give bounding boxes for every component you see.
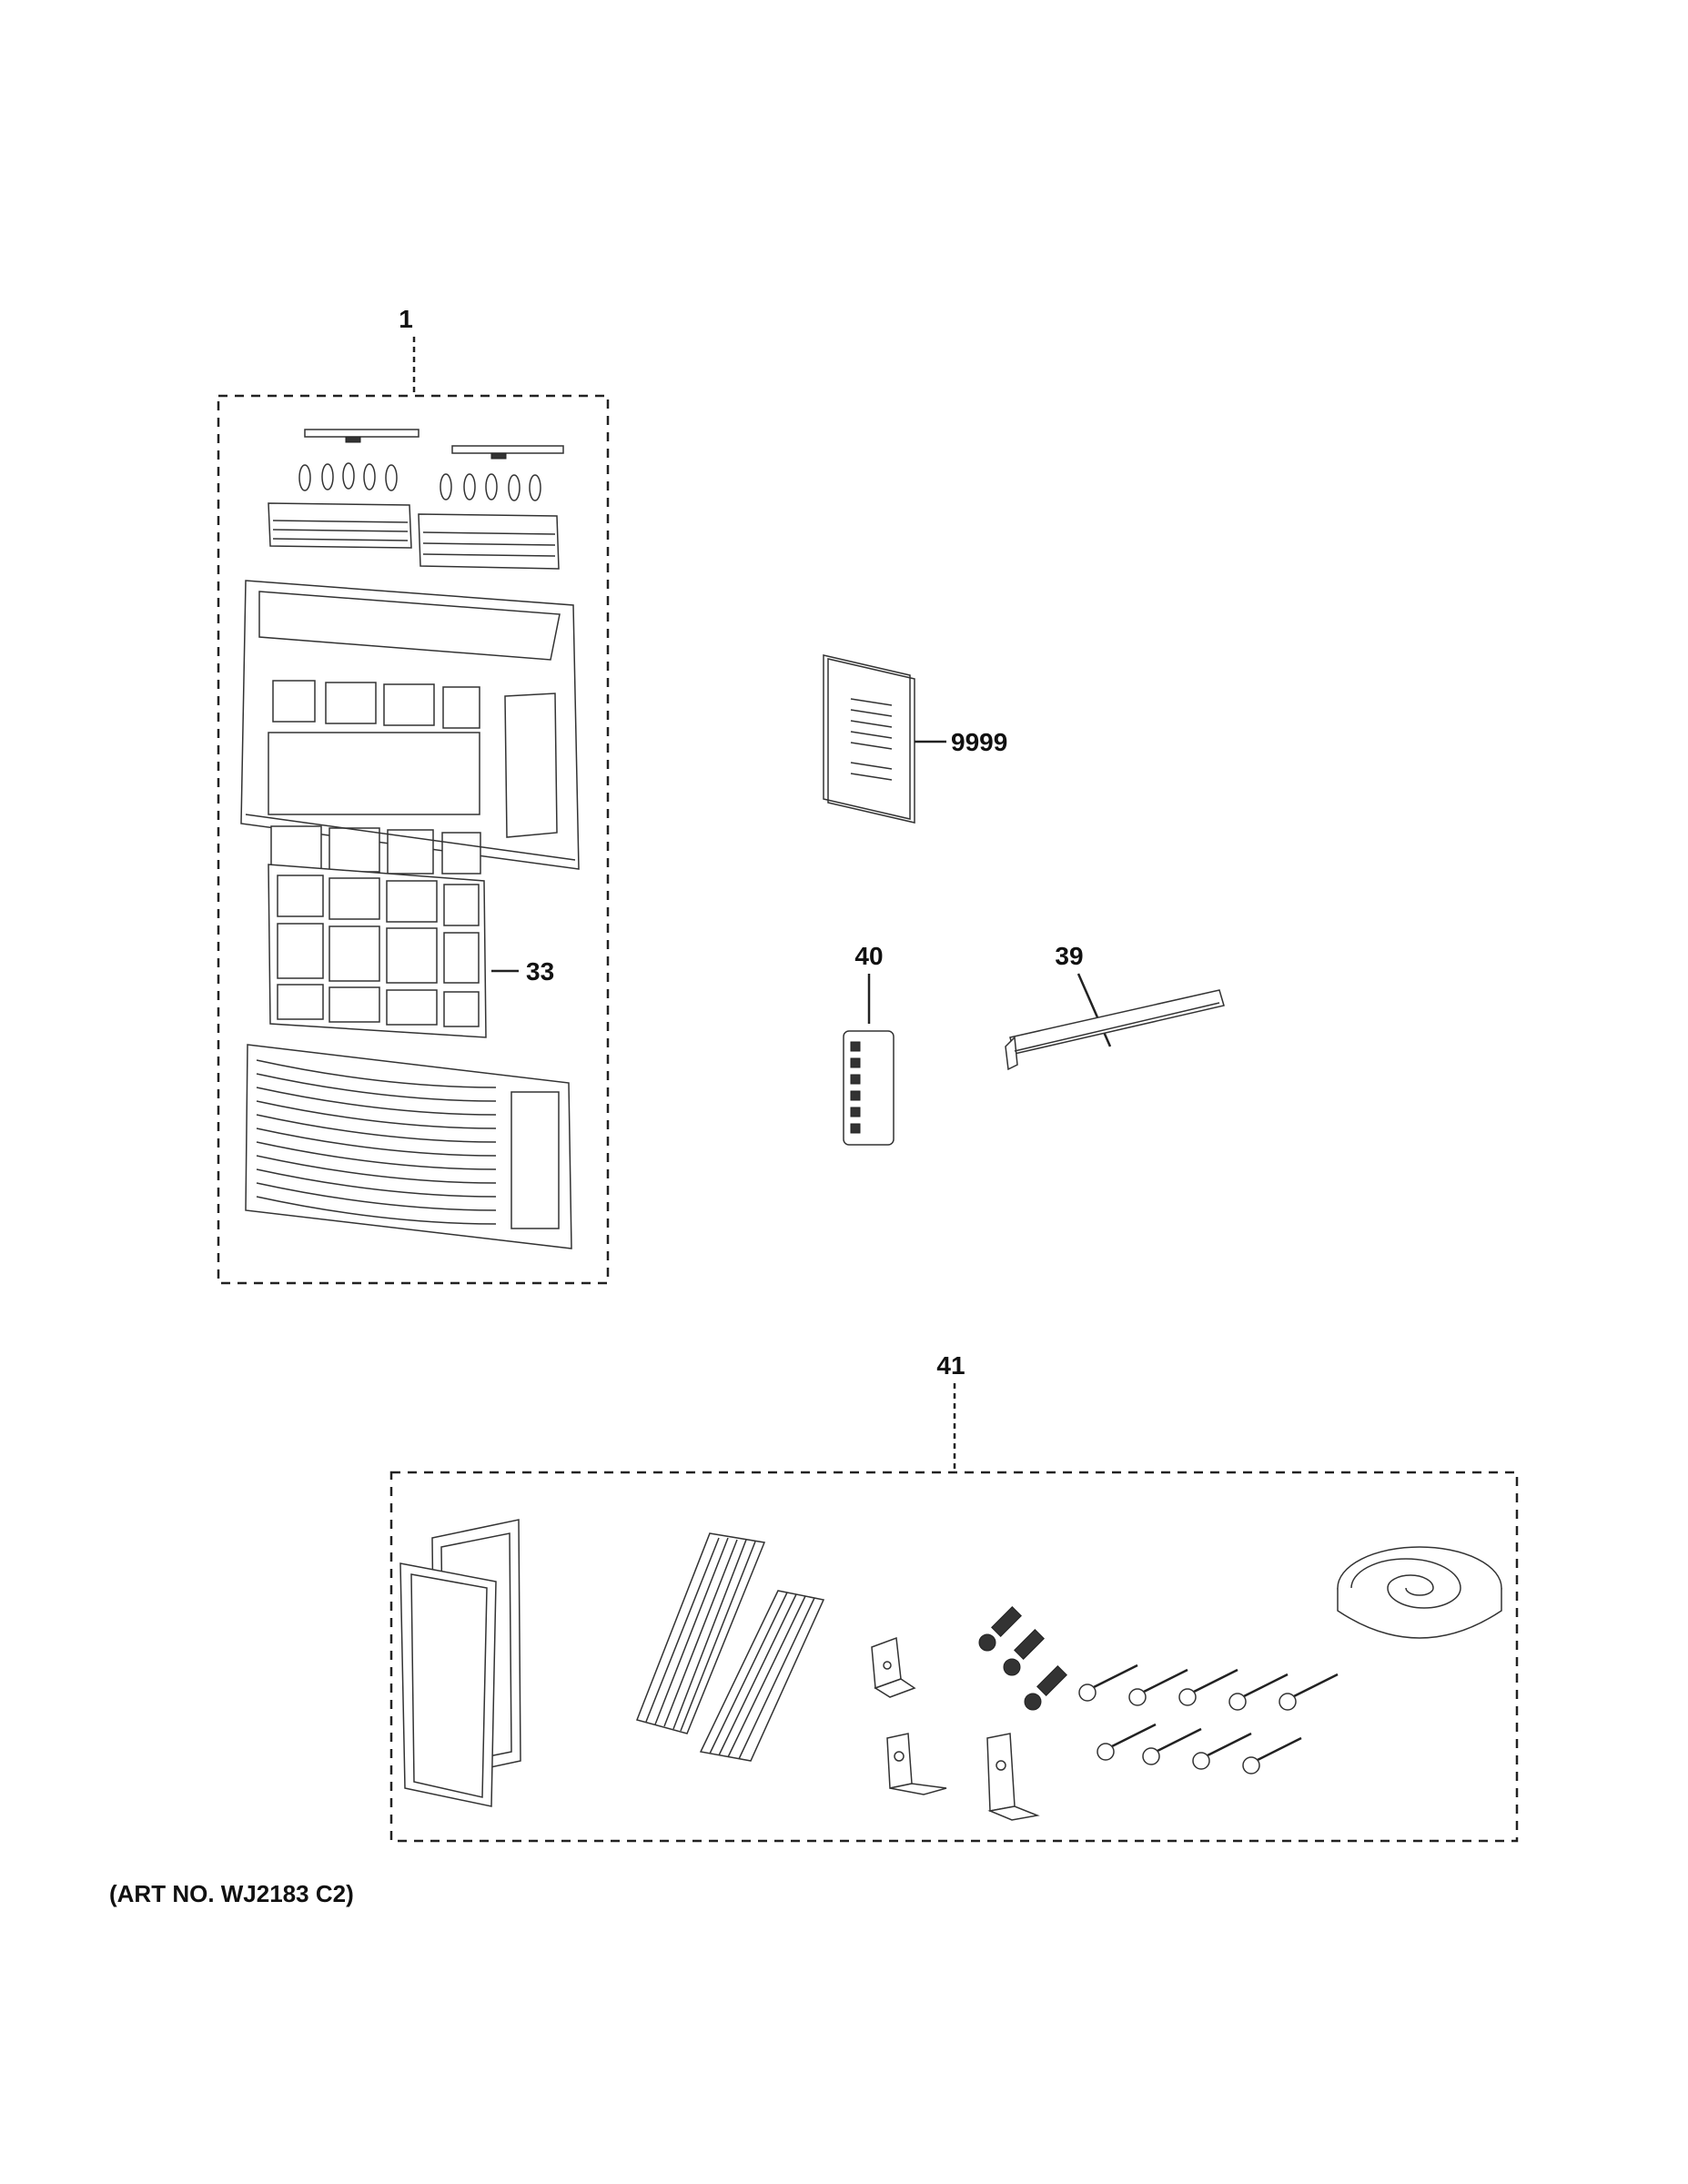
air-vent-grilles bbox=[268, 502, 560, 570]
callout-1: 1 bbox=[399, 305, 413, 333]
louver-rails bbox=[304, 429, 564, 460]
art-number: (ART NO. WJ2183 C2) bbox=[109, 1880, 354, 1907]
installation-kit-group: 41 bbox=[389, 1351, 1519, 1843]
window-frame-panels bbox=[399, 1519, 521, 1807]
leader-39 bbox=[1076, 973, 1112, 1047]
wood-screws bbox=[1078, 1663, 1339, 1774]
callout-9999: 9999 bbox=[951, 728, 1007, 756]
mounting-brackets bbox=[871, 1636, 1040, 1821]
foam-seal-roll bbox=[1337, 1546, 1502, 1639]
owners-manual bbox=[823, 654, 915, 824]
callout-40: 40 bbox=[854, 942, 883, 970]
bolt-screws bbox=[978, 1606, 1067, 1711]
callout-33: 33 bbox=[526, 957, 554, 986]
remote-control bbox=[843, 1030, 895, 1146]
callout-41: 41 bbox=[936, 1351, 965, 1380]
assembly-41-boundary bbox=[389, 1471, 1519, 1843]
support-channel bbox=[1005, 989, 1225, 1071]
louver-blades bbox=[298, 462, 541, 501]
front-frame bbox=[240, 580, 580, 875]
air-filter bbox=[268, 864, 487, 1038]
front-grille bbox=[245, 1044, 572, 1249]
accordion-side-panels bbox=[635, 1532, 825, 1762]
callout-39: 39 bbox=[1055, 942, 1083, 970]
front-assembly-group: 1 bbox=[217, 305, 610, 1285]
